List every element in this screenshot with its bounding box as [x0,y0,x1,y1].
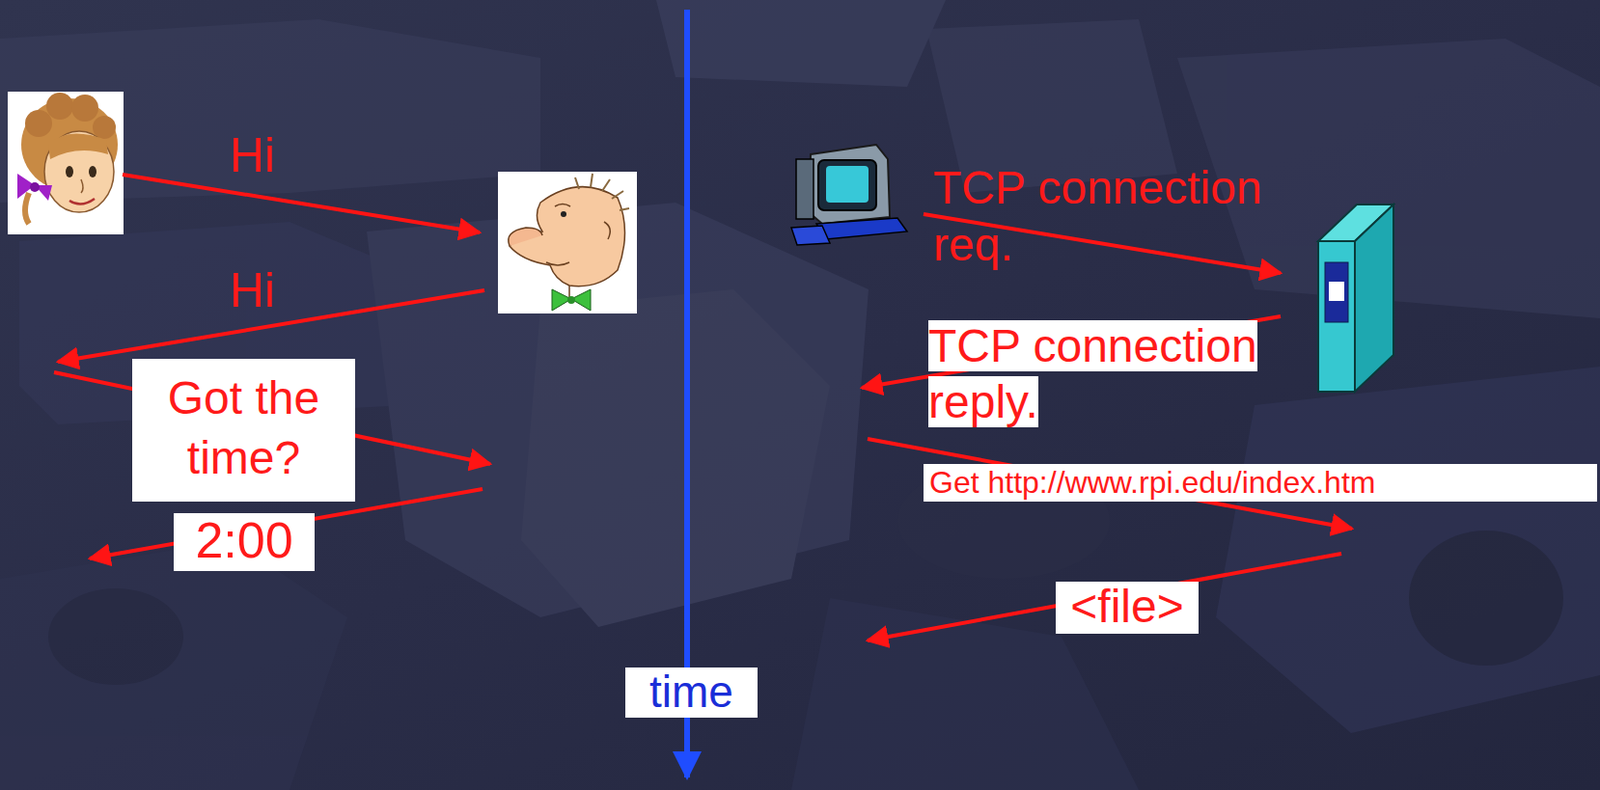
server-icon [1318,204,1394,392]
message-label: Hi [229,266,276,315]
label-text: TCP connection req. [933,162,1263,271]
request-box: Get http://www.rpi.edu/index.htm [923,464,1598,502]
label-text: Get http://www.rpi.edu/index.htm [929,465,1376,500]
message-label: TCP connection reply. [928,318,1296,430]
message-box: Got the time? [132,358,356,502]
computer-icon [791,144,908,246]
message-arrows [54,174,1352,641]
time-axis [684,9,690,778]
message-box: <file> [1055,581,1199,635]
man-figure [497,171,637,314]
label-text: <file> [1070,580,1184,633]
label-text: time [649,666,734,718]
message-label: TCP connection req. [933,160,1300,274]
label-text: TCP connection reply. [928,320,1258,428]
message-box: 2:00 [173,513,315,572]
label-text: Got the time? [167,372,320,484]
label-text: 2:00 [194,512,293,569]
axis-label: time [625,667,758,718]
message-label: Hi [229,131,276,180]
label-text: Hi [229,263,276,318]
girl-figure [7,91,124,235]
label-text: Hi [229,128,276,183]
